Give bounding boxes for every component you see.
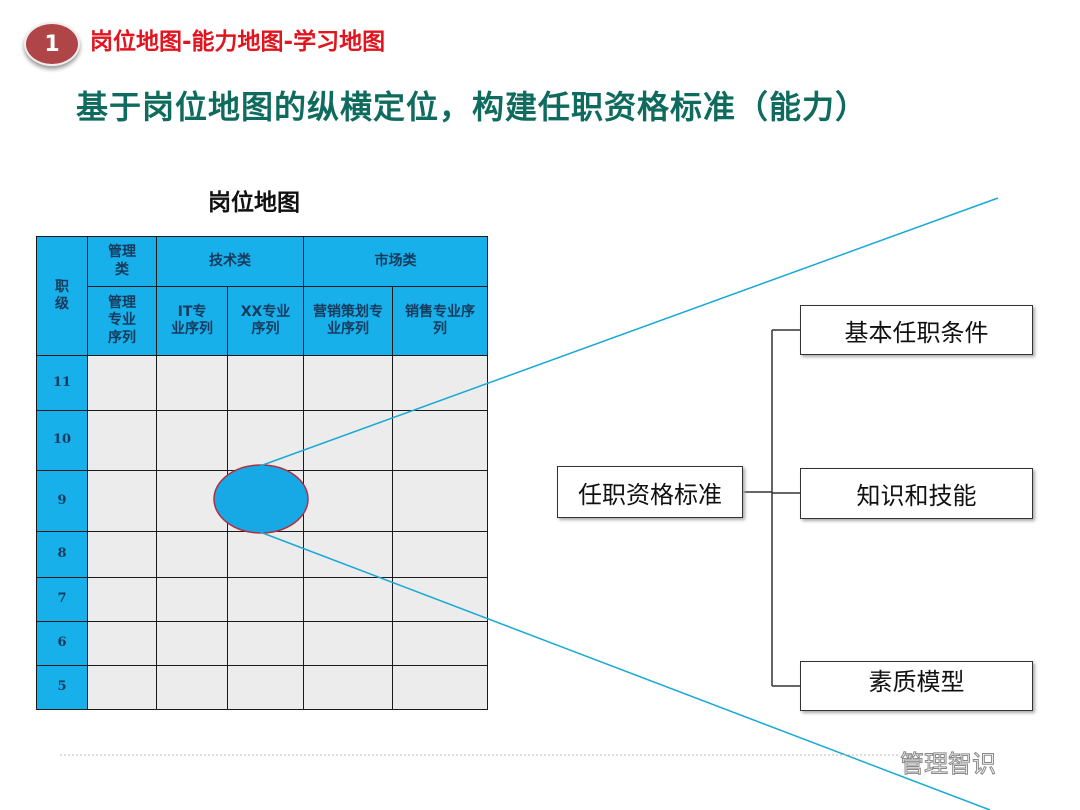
level-label: 7 bbox=[36, 577, 88, 622]
map-cell bbox=[303, 577, 393, 622]
map-cell bbox=[156, 621, 228, 666]
level-label: 8 bbox=[36, 531, 88, 578]
tree-child-box: 基本任职条件 bbox=[800, 305, 1033, 355]
map-cell bbox=[392, 665, 488, 710]
sequence-header: 管理专业序列 bbox=[87, 286, 157, 356]
map-cell bbox=[303, 621, 393, 666]
map-cell bbox=[303, 665, 393, 710]
sequence-header: XX专业序列 bbox=[227, 286, 304, 356]
slide-title: 基于岗位地图的纵横定位，构建任职资格标准（能力） bbox=[76, 88, 869, 126]
map-cell bbox=[87, 531, 157, 578]
map-cell bbox=[303, 470, 393, 532]
level-label: 9 bbox=[36, 470, 88, 532]
tree-connectors bbox=[743, 329, 800, 687]
tree-root-box: 任职资格标准 bbox=[557, 466, 743, 518]
level-label: 5 bbox=[36, 665, 88, 710]
sequence-header: IT专业序列 bbox=[156, 286, 228, 356]
map-cell bbox=[227, 577, 304, 622]
watermark: 管理智识 bbox=[900, 750, 997, 779]
highlight-ellipse bbox=[213, 464, 309, 534]
map-cell bbox=[156, 665, 228, 710]
map-cell bbox=[227, 621, 304, 666]
sequence-header: 销售专业序列 bbox=[392, 286, 488, 356]
tree-child-box: 素质模型 bbox=[800, 661, 1033, 711]
map-cell bbox=[392, 470, 488, 532]
section-number-badge: 1 bbox=[24, 22, 80, 66]
level-label: 10 bbox=[36, 410, 88, 471]
map-cell bbox=[156, 410, 228, 471]
map-cell bbox=[392, 577, 488, 622]
map-cell bbox=[392, 410, 488, 471]
map-cell bbox=[303, 355, 393, 411]
group-header: 市场类 bbox=[303, 236, 488, 287]
zoom-line-bottom bbox=[259, 531, 991, 810]
map-cell bbox=[156, 531, 228, 578]
map-cell bbox=[227, 531, 304, 578]
map-title: 岗位地图 bbox=[208, 190, 300, 216]
level-header: 职级 bbox=[36, 236, 88, 356]
section-heading: 岗位地图-能力地图-学习地图 bbox=[90, 29, 386, 55]
group-header: 技术类 bbox=[156, 236, 304, 287]
tree-child-box: 知识和技能 bbox=[800, 468, 1033, 519]
level-label: 11 bbox=[36, 355, 88, 411]
map-cell bbox=[392, 621, 488, 666]
sequence-header: 营销策划专业序列 bbox=[303, 286, 393, 356]
map-cell bbox=[156, 577, 228, 622]
zoom-line-top bbox=[259, 197, 999, 467]
